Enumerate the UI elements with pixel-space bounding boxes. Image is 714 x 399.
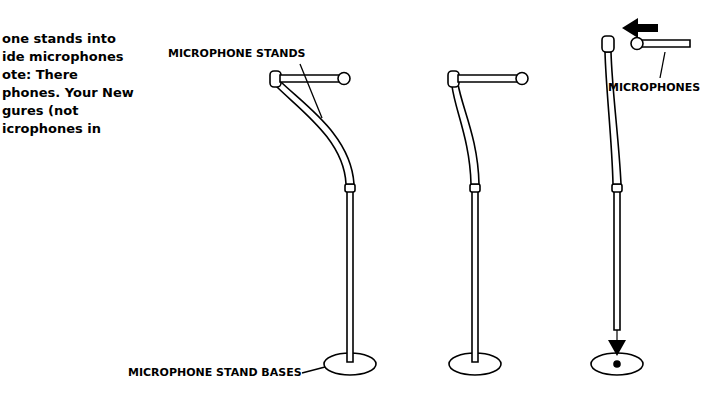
stand-base bbox=[591, 353, 643, 375]
note-text: one stands into bbox=[2, 32, 116, 45]
note-text: ote: There bbox=[2, 68, 78, 81]
leader-line bbox=[300, 64, 322, 118]
microphone-head bbox=[631, 38, 643, 50]
stand-pole bbox=[614, 190, 620, 330]
insert-arrow bbox=[622, 18, 658, 38]
insert-arrow bbox=[608, 340, 626, 356]
note-text: ide microphones bbox=[2, 50, 123, 63]
stand-joint bbox=[345, 184, 355, 192]
stand-joint bbox=[470, 184, 480, 192]
gooseneck bbox=[276, 82, 354, 184]
leader-line bbox=[660, 52, 665, 78]
note-text: icrophones in bbox=[2, 122, 101, 135]
note-text: gures (not bbox=[2, 104, 78, 117]
gooseneck bbox=[605, 52, 621, 184]
leader-line bbox=[302, 367, 325, 373]
stand-pole bbox=[472, 190, 478, 362]
microphone bbox=[458, 75, 518, 82]
microphone-head bbox=[516, 73, 528, 85]
gooseneck bbox=[452, 84, 479, 184]
microphone bbox=[280, 75, 340, 82]
mic-holder bbox=[602, 36, 614, 52]
microphone-head bbox=[338, 73, 350, 85]
part-name: MICROPHONE STANDS bbox=[168, 48, 305, 59]
stand-pole bbox=[347, 190, 353, 362]
stand-joint bbox=[612, 184, 622, 192]
part-name: MICROPHONE STAND BASES bbox=[128, 367, 302, 378]
microphone bbox=[640, 40, 690, 47]
base-socket bbox=[614, 361, 620, 367]
part-name: MICROPHONES bbox=[608, 82, 700, 93]
note-text: phones. Your New bbox=[2, 86, 134, 99]
